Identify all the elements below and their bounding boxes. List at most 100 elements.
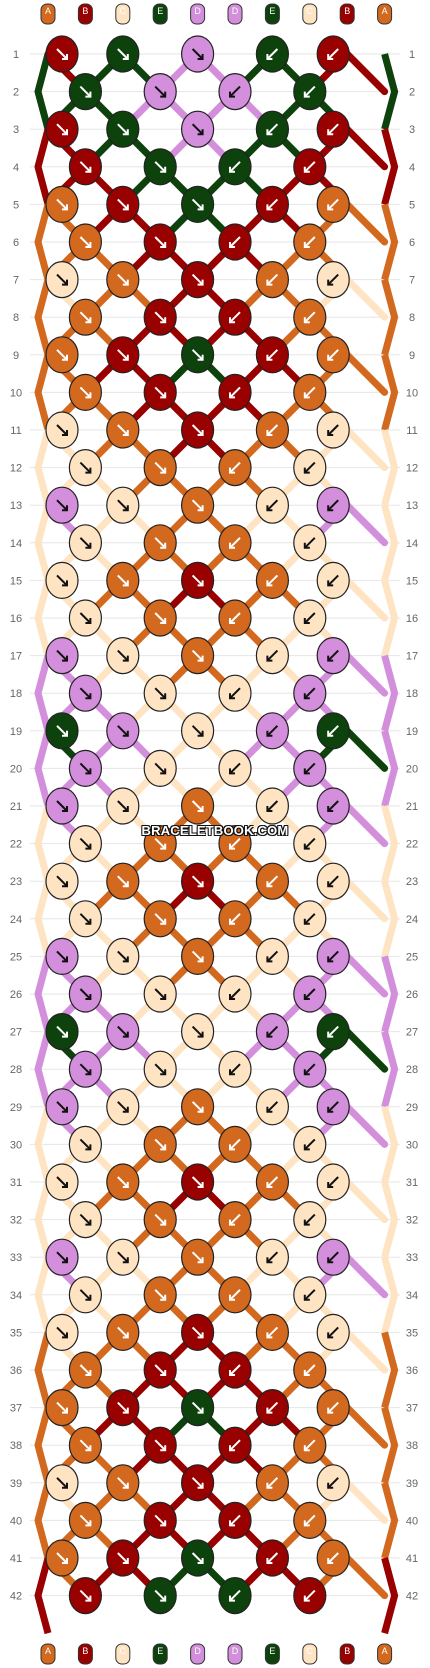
knot-arrowhead [160, 1370, 167, 1376]
knot-arrow [79, 161, 92, 173]
knot-arrowhead [197, 730, 204, 737]
row-number-left: 29 [10, 1102, 22, 1114]
knot-arrow [56, 349, 68, 361]
strand-segment [343, 351, 389, 396]
knot-arrowhead [197, 279, 204, 286]
knot-arrow [266, 574, 279, 587]
knot-arrow [56, 950, 68, 963]
knot-arrowhead [197, 1106, 204, 1113]
knot-arrowhead [197, 129, 204, 136]
knot-arrow [229, 1364, 241, 1376]
knot-arrow [117, 349, 129, 361]
strand-end-label: D [194, 1646, 201, 1656]
edge-strand [34, 353, 52, 431]
knot-arrowhead [327, 1106, 334, 1113]
knot-arrow [117, 1251, 129, 1263]
knot-arrowhead [266, 730, 273, 737]
strand-start-label: C [307, 6, 314, 16]
knot-arrow [191, 1025, 204, 1038]
strand-segment [343, 727, 389, 772]
knot-arrow [79, 1364, 92, 1376]
knot-arrow [117, 424, 129, 436]
knot-arrow [327, 1176, 339, 1188]
strand-end-label: E [157, 1646, 163, 1656]
knot-arrow [191, 48, 204, 60]
strand-end [190, 1643, 206, 1665]
knot-arrowhead [229, 1069, 235, 1076]
knot-arrow [229, 537, 241, 549]
knot-arrowhead [122, 580, 129, 587]
knot-arrow [191, 424, 204, 436]
knot-arrow [266, 123, 279, 135]
edge-strand [381, 1181, 399, 1259]
strand-start-label: B [344, 6, 350, 16]
knot-arrowhead [327, 1031, 334, 1038]
row-number-left: 42 [10, 1591, 22, 1603]
knot-arrow [56, 1025, 68, 1038]
strand-segment [343, 1554, 389, 1600]
row-number-right: 11 [406, 425, 417, 437]
knot-arrow [327, 574, 339, 587]
row-number-left: 17 [10, 651, 22, 663]
knot-arrow [304, 311, 316, 323]
strand-start [115, 3, 131, 25]
row-number-right: 24 [406, 914, 418, 926]
knot-arrowhead [197, 54, 204, 60]
knot-arrow [266, 1251, 279, 1263]
knot-arrow [266, 48, 279, 60]
strand-segment [343, 1328, 389, 1374]
row-number-left: 24 [10, 914, 22, 926]
row-number-right: 13 [406, 500, 418, 512]
knot-arrowhead [62, 1482, 68, 1489]
row-number-right: 15 [406, 575, 418, 587]
edge-strand [34, 1481, 52, 1559]
edge-strand [34, 579, 52, 657]
knot-arrowhead [327, 204, 334, 211]
knot-arrow [266, 1326, 279, 1339]
row-number-left: 32 [10, 1215, 22, 1227]
row-number-right: 7 [409, 275, 415, 287]
row-number-left: 6 [13, 237, 19, 249]
strand-end [115, 1643, 131, 1665]
knot-arrow [327, 1326, 339, 1339]
knot-arrow [56, 1401, 68, 1414]
knot-arrow [79, 461, 92, 474]
knot-arrow [117, 574, 129, 587]
knot-arrow [266, 1477, 279, 1489]
edge-strand [381, 1481, 399, 1559]
knot-arrowhead [266, 1257, 273, 1264]
knot-arrowhead [122, 1482, 129, 1489]
knot-arrow [304, 1364, 316, 1376]
knot-arrow [56, 725, 68, 737]
strand-segment [343, 501, 389, 547]
knot-arrow [304, 1138, 316, 1151]
knot-arrowhead [62, 354, 68, 361]
knot-arrowhead [85, 91, 92, 98]
row-number-left: 16 [10, 613, 22, 625]
knot-arrow [154, 913, 166, 925]
strand-start-label: B [82, 6, 88, 16]
knot-arrow [79, 386, 92, 399]
edge-strand [381, 654, 399, 732]
knot-arrow [117, 499, 129, 511]
knot-arrowhead [327, 730, 334, 737]
knot-arrow [79, 537, 92, 549]
knot-arrowhead [160, 768, 167, 775]
row-number-left: 3 [13, 124, 19, 136]
knot-arrowhead [122, 505, 129, 512]
knot-arrow [266, 875, 279, 887]
knot-arrowhead [303, 467, 310, 474]
row-number-right: 33 [406, 1252, 418, 1264]
knot-arrowhead [303, 693, 310, 700]
row-number-left: 31 [10, 1177, 22, 1189]
strand-start [40, 3, 56, 25]
edge-strand [381, 1256, 399, 1334]
edge-strand [34, 203, 52, 281]
strand-segment [343, 1253, 389, 1299]
knot-arrow [117, 1401, 129, 1414]
knot-arrow [191, 1326, 204, 1339]
knot-arrowhead [85, 166, 92, 173]
knot-arrow [79, 612, 92, 624]
knot-arrowhead [197, 1407, 204, 1414]
knot-arrow [56, 1101, 68, 1113]
